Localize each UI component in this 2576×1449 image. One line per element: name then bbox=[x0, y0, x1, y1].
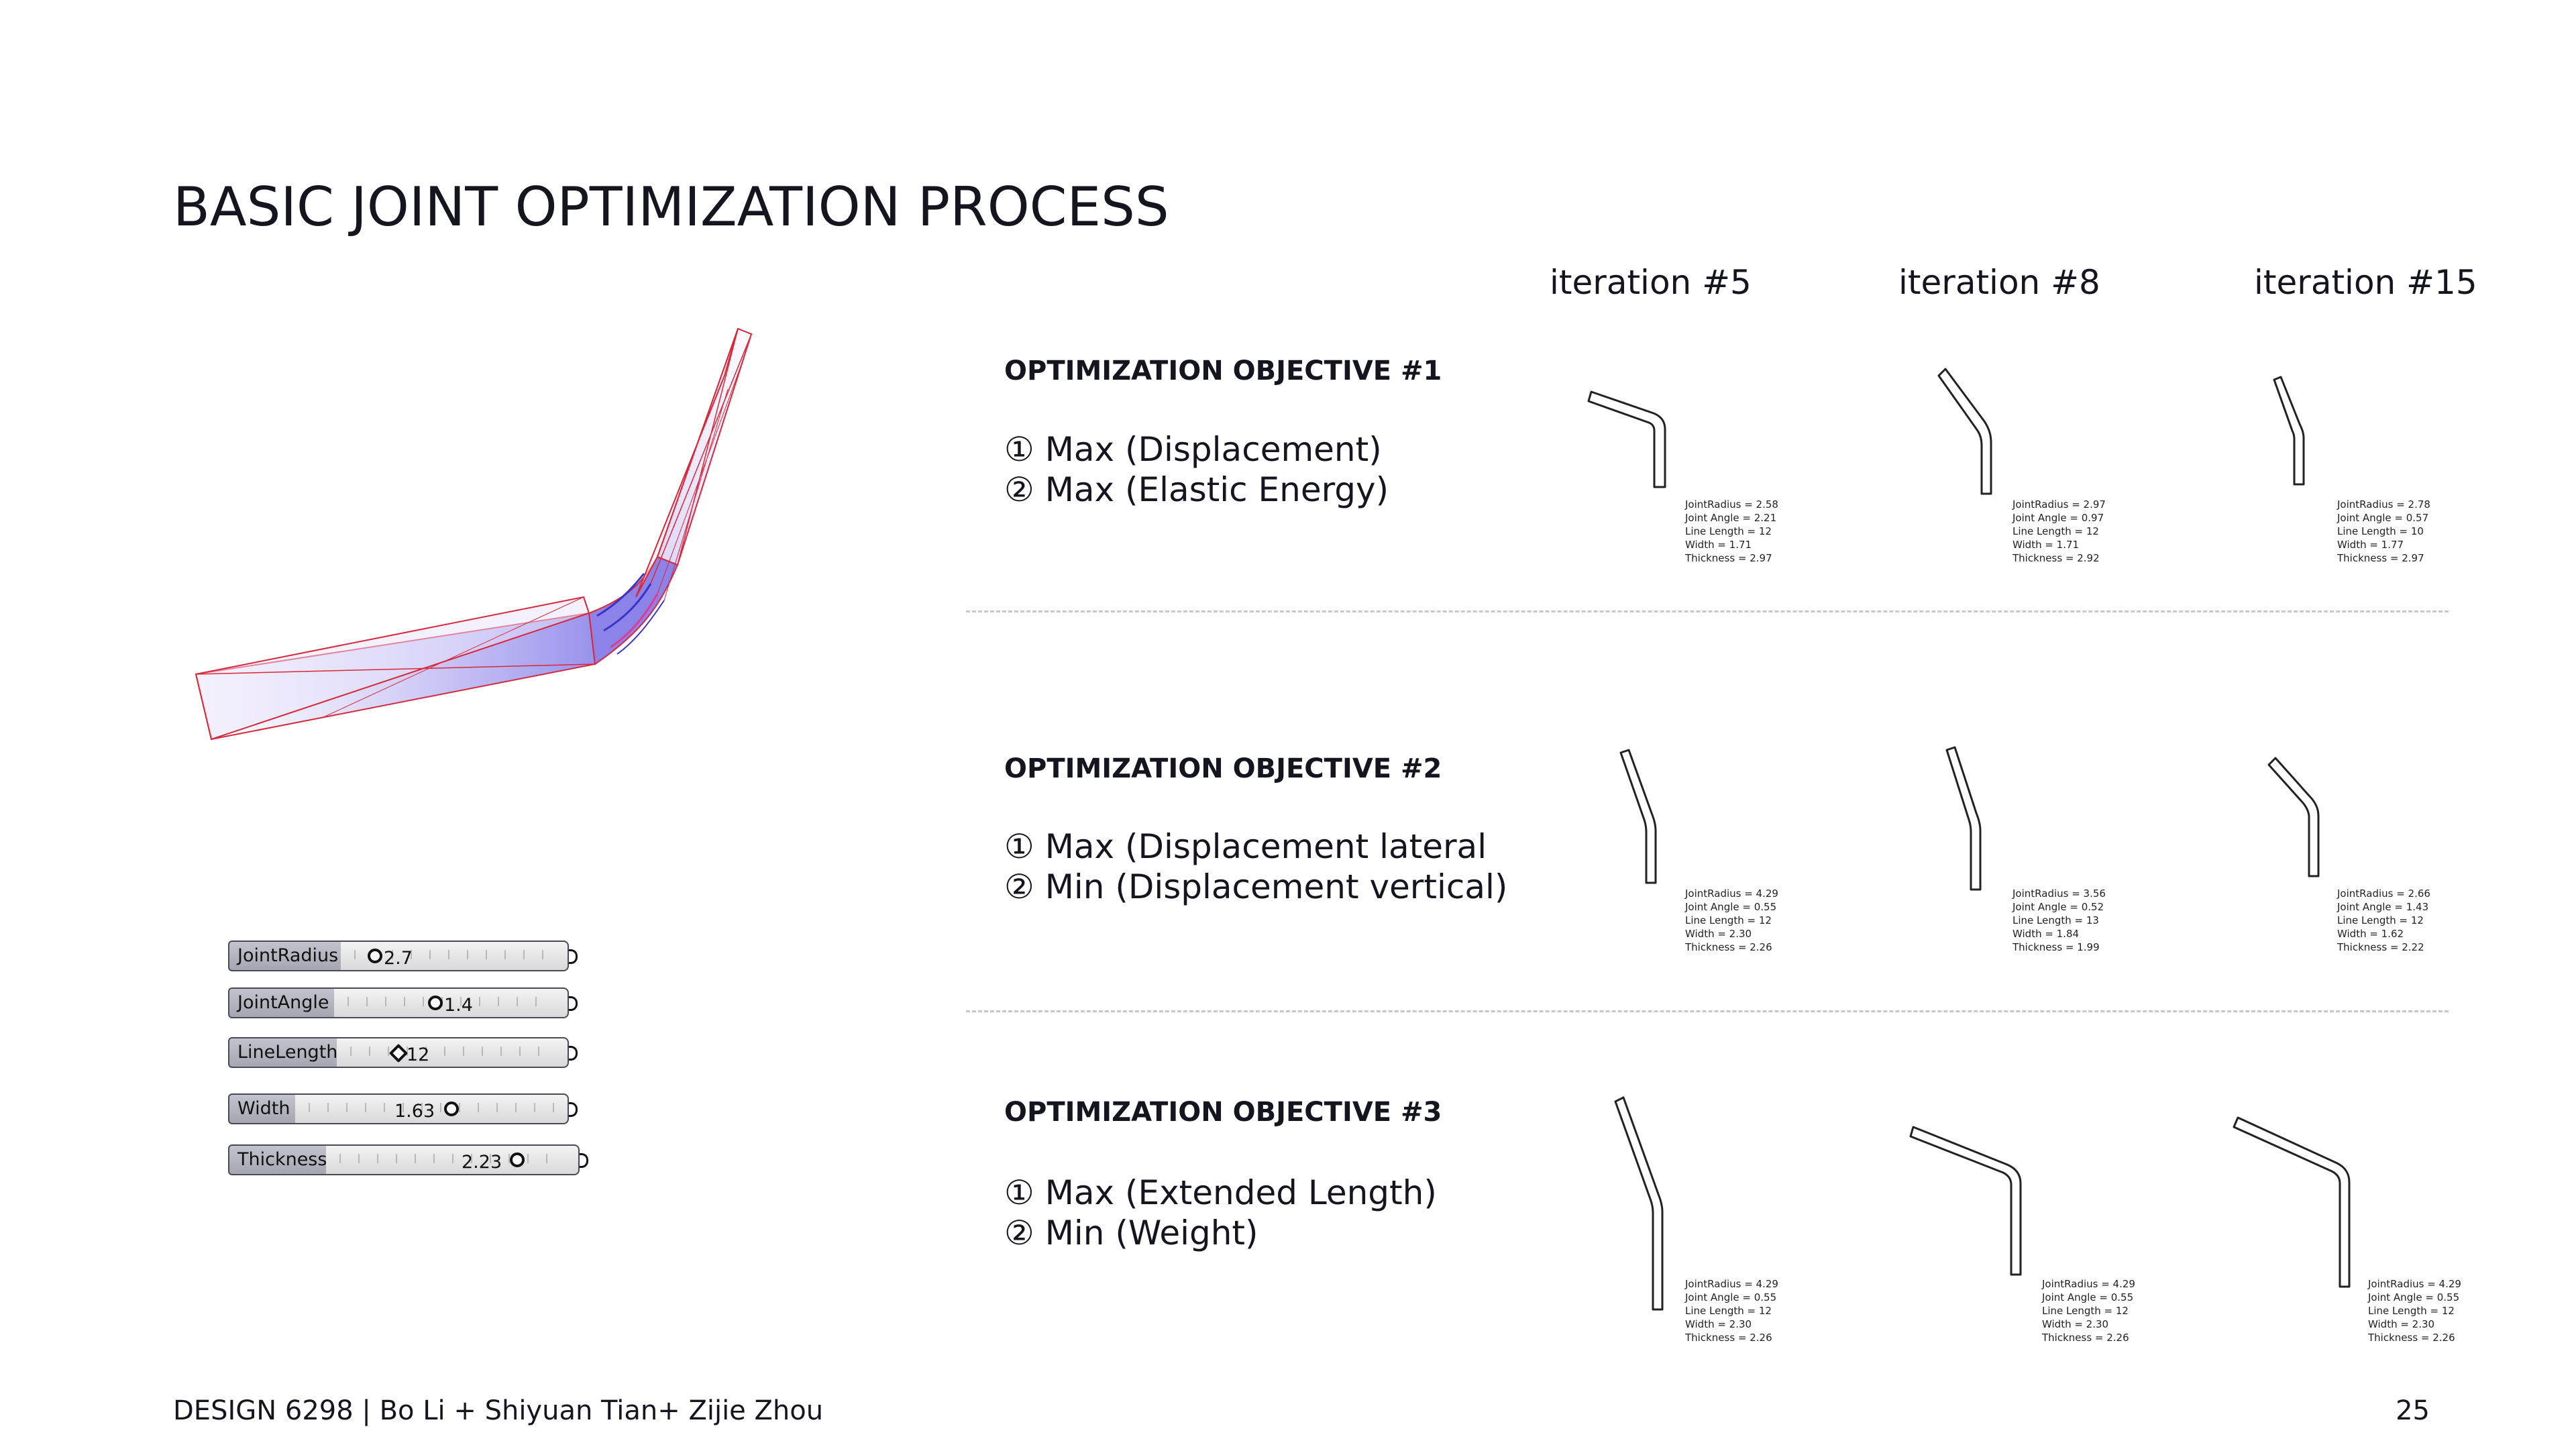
slider-knob[interactable] bbox=[368, 949, 382, 963]
objective-1-title: OPTIMIZATION OBJECTIVE #1 bbox=[1004, 356, 1442, 386]
joint-shape-obj1-iter8 bbox=[1937, 368, 1992, 495]
output-port-icon[interactable] bbox=[569, 949, 578, 964]
params-obj3-iter15: JointRadius = 4.29 Joint Angle = 0.55 Li… bbox=[2368, 1278, 2461, 1344]
slider-value: 1.4 bbox=[444, 995, 473, 1016]
section-divider bbox=[966, 1010, 2449, 1012]
slider-label: Width bbox=[228, 1093, 300, 1124]
slider-line-length[interactable]: LineLength 12 bbox=[228, 1037, 584, 1068]
joint-shape-obj3-iter15 bbox=[2233, 1116, 2351, 1288]
slider-knob[interactable] bbox=[444, 1102, 459, 1116]
params-obj2-iter15: JointRadius = 2.66 Joint Angle = 1.43 Li… bbox=[2337, 888, 2430, 953]
objective-2-item-2: ② Min (Displacement vertical) bbox=[1004, 867, 1508, 906]
iteration-label-8: iteration #8 bbox=[1898, 263, 2100, 302]
output-port-icon[interactable] bbox=[569, 1046, 578, 1061]
objective-1-item-2: ② Max (Elastic Energy) bbox=[1004, 470, 1389, 509]
objective-1-item-1: ① Max (Displacement) bbox=[1004, 430, 1382, 469]
slider-value: 2.23 bbox=[462, 1152, 502, 1173]
objective-3-item-2: ② Min (Weight) bbox=[1004, 1214, 1258, 1252]
output-port-icon[interactable] bbox=[569, 996, 578, 1011]
joint-mesh-render bbox=[195, 327, 753, 741]
mesh-upper-arm bbox=[635, 327, 753, 601]
slider-value: 2.7 bbox=[384, 948, 413, 969]
params-obj1-iter15: JointRadius = 2.78 Joint Angle = 0.57 Li… bbox=[2337, 498, 2430, 564]
joint-shape-obj3-iter8 bbox=[1909, 1126, 2022, 1276]
objective-3-title: OPTIMIZATION OBJECTIVE #3 bbox=[1004, 1097, 1442, 1128]
objective-2-title: OPTIMIZATION OBJECTIVE #2 bbox=[1004, 753, 1442, 784]
slider-thickness[interactable]: Thickness 2.23 bbox=[228, 1144, 594, 1175]
params-obj3-iter8: JointRadius = 4.29 Joint Angle = 0.55 Li… bbox=[2042, 1278, 2135, 1344]
objective-3-item-1: ① Max (Extended Length) bbox=[1004, 1173, 1437, 1212]
slider-label: LineLength bbox=[228, 1037, 347, 1068]
slider-knob[interactable] bbox=[510, 1152, 525, 1167]
iteration-label-5: iteration #5 bbox=[1550, 263, 1752, 302]
objective-2-item-1: ① Max (Displacement lateral bbox=[1004, 827, 1487, 866]
slider-value: 12 bbox=[407, 1044, 430, 1065]
slider-knob[interactable] bbox=[428, 996, 443, 1010]
joint-shape-obj1-iter15 bbox=[2273, 376, 2305, 486]
page-title: BASIC JOINT OPTIMIZATION PROCESS bbox=[173, 176, 1169, 238]
iteration-label-15: iteration #15 bbox=[2254, 263, 2477, 302]
section-divider bbox=[966, 610, 2449, 612]
output-port-icon[interactable] bbox=[569, 1102, 578, 1117]
params-obj2-iter5: JointRadius = 4.29 Joint Angle = 0.55 Li… bbox=[1685, 888, 1778, 953]
params-obj2-iter8: JointRadius = 3.56 Joint Angle = 0.52 Li… bbox=[2012, 888, 2106, 953]
slider-label: JointAngle bbox=[228, 987, 339, 1018]
page-number: 25 bbox=[2396, 1395, 2430, 1426]
params-obj1-iter5: JointRadius = 2.58 Joint Angle = 2.21 Li… bbox=[1685, 498, 1778, 564]
footer-credits: DESIGN 6298 | Bo Li + Shiyuan Tian+ Ziji… bbox=[173, 1395, 824, 1426]
params-obj3-iter5: JointRadius = 4.29 Joint Angle = 0.55 Li… bbox=[1685, 1278, 1778, 1344]
slider-label: JointRadius bbox=[228, 941, 348, 971]
joint-shape-obj1-iter5 bbox=[1587, 390, 1666, 488]
mesh-joint bbox=[588, 555, 679, 665]
joint-shape-obj2-iter8 bbox=[1945, 746, 1982, 891]
joint-shape-obj2-iter15 bbox=[2267, 757, 2320, 877]
joint-shape-obj3-iter5 bbox=[1614, 1096, 1664, 1311]
slider-joint-radius[interactable]: JointRadius 2.7 bbox=[228, 941, 584, 971]
params-obj1-iter8: JointRadius = 2.97 Joint Angle = 0.97 Li… bbox=[2012, 498, 2106, 564]
slider-value: 1.63 bbox=[394, 1101, 435, 1122]
slider-joint-angle[interactable]: JointAngle 1.4 bbox=[228, 987, 584, 1018]
output-port-icon[interactable] bbox=[580, 1153, 588, 1168]
joint-shape-obj2-iter5 bbox=[1619, 749, 1657, 884]
slider-width[interactable]: Width 1.63 bbox=[228, 1093, 584, 1124]
